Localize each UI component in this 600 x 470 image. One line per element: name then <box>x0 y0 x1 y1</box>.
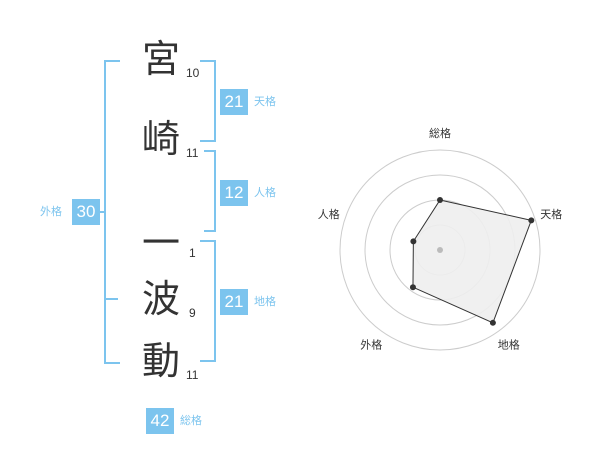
radar-point-2 <box>528 217 535 224</box>
jinkaku-bracket <box>204 150 216 232</box>
radar-axis-label-1: 総格 <box>429 126 451 140</box>
name-char-5: 動 <box>142 339 181 383</box>
name-char-4: 波 <box>142 277 181 321</box>
jinkaku-value-badge: 12 <box>220 180 248 206</box>
tenkaku-bracket <box>200 60 216 142</box>
chikaku-bracket <box>200 240 216 362</box>
stroke-count-4: 9 <box>189 306 196 320</box>
gaikaku-value-badge: 30 <box>72 199 100 225</box>
name-char-3: 一 <box>142 221 181 265</box>
tenkaku-value-badge: 21 <box>220 89 248 115</box>
radar-axis-label-3: 地格 <box>498 338 520 352</box>
gaikaku-connector <box>98 211 106 213</box>
soukaku-label: 総格 <box>180 414 202 427</box>
soukaku-value-badge: 42 <box>146 408 174 434</box>
stroke-count-1: 10 <box>186 66 200 80</box>
gaikaku-bracket-split <box>104 298 118 300</box>
radar-center-dot <box>437 247 443 253</box>
name-char-2: 崎 <box>142 117 181 161</box>
radar-axis-label-4: 外格 <box>360 338 382 352</box>
name-char-1: 宮 <box>142 37 181 81</box>
gaikaku-label: 外格 <box>40 205 62 218</box>
radar-data-polygon <box>412 199 532 324</box>
radar-point-3 <box>489 319 496 326</box>
chikaku-label: 地格 <box>254 295 276 308</box>
radar-point-1 <box>437 197 443 203</box>
radar-axis-label-5: 人格 <box>318 207 340 221</box>
stroke-count-3: 1 <box>189 246 196 260</box>
chikaku-value-badge: 21 <box>220 289 248 315</box>
stroke-count-2: 11 <box>186 146 199 160</box>
radar-axis-label-2: 天格 <box>540 207 562 221</box>
radar-point-4 <box>409 284 416 291</box>
radar-point-5 <box>410 238 417 245</box>
jinkaku-label: 人格 <box>254 186 276 199</box>
radar-grid-ring <box>339 149 541 351</box>
tenkaku-label: 天格 <box>254 95 276 108</box>
stroke-count-5: 11 <box>186 368 199 382</box>
